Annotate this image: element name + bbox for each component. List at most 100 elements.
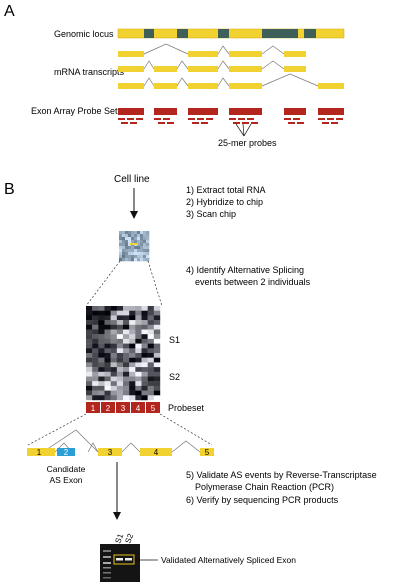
probe-block <box>284 108 306 124</box>
heatmap-cell <box>135 367 142 372</box>
heatmap-cell <box>86 371 93 377</box>
ladder-band <box>103 577 111 579</box>
heatmap-cell <box>110 348 118 354</box>
heatmap-cell <box>153 353 161 358</box>
heatmap-cell <box>147 376 155 382</box>
heatmap-cell <box>92 367 99 372</box>
probe-block <box>154 108 177 124</box>
heatmap-cell <box>98 334 105 340</box>
chip-cell <box>128 243 132 247</box>
heatmap-cell <box>129 315 136 321</box>
heatmap-cell <box>92 329 99 335</box>
heatmap-cell <box>98 353 105 358</box>
chip-cell <box>146 243 150 247</box>
heatmap-cell <box>116 348 124 354</box>
heatmap-cell <box>135 395 142 401</box>
chip-cell <box>134 255 138 259</box>
chip-cell <box>140 231 144 235</box>
chip-cell <box>128 240 132 244</box>
heatmap-cell <box>98 362 105 368</box>
heatmap-cell <box>123 362 130 368</box>
chip-cell <box>143 234 147 238</box>
heatmap-cell <box>141 310 148 316</box>
chip-cell <box>125 255 129 259</box>
probe-pointer-lines <box>235 123 252 137</box>
chip-cell <box>146 246 150 250</box>
chip-cell <box>140 240 144 244</box>
heatmap-cell <box>129 348 136 354</box>
heatmap-cell <box>116 362 124 368</box>
chip-cell <box>122 255 126 259</box>
heatmap-cell <box>98 395 105 401</box>
heatmap-cell <box>123 376 130 382</box>
ladder-band <box>103 572 111 574</box>
chip-cell <box>131 252 135 256</box>
chip-cell <box>134 246 138 250</box>
heatmap-cell <box>129 371 136 377</box>
heatmap-cell <box>116 338 124 344</box>
heatmap-cell <box>135 306 142 311</box>
transcript-3 <box>118 73 344 89</box>
chip-cell <box>131 234 135 238</box>
heatmap-cell <box>123 306 130 311</box>
heatmap-cell <box>123 334 130 340</box>
heatmap-cell <box>110 385 118 391</box>
exon-structure: 1 2 3 4 5 <box>27 429 214 457</box>
heatmap-cell <box>153 357 161 363</box>
step-4-line-1: 4) Identify Alternative Splicing <box>186 265 304 275</box>
heatmap-cell <box>116 324 124 330</box>
step-5-line-1: 5) Validate AS events by Reverse-Transcr… <box>186 470 377 480</box>
chip-cell <box>122 237 126 241</box>
heatmap-cell <box>129 395 136 401</box>
chip-cell <box>125 252 129 256</box>
chip-cell <box>131 240 135 244</box>
probes-label: 25-mer probes <box>218 138 277 148</box>
heatmap-cell <box>123 381 130 387</box>
heatmap-cell <box>86 329 93 335</box>
heatmap-cell <box>116 395 124 401</box>
probeset-label: Probeset <box>168 403 205 413</box>
chip-cell <box>137 231 141 235</box>
heatmap-cell <box>135 334 142 340</box>
heatmap-cell <box>147 362 155 368</box>
exon-box <box>27 448 55 456</box>
panel-b-letter: B <box>4 181 15 198</box>
heatmap-cell <box>104 381 111 387</box>
heatmap-cell <box>116 381 124 387</box>
heatmap-cell <box>110 320 118 325</box>
cell-line-label: Cell line <box>114 174 150 185</box>
heatmap-cell <box>86 343 93 349</box>
chip-cell <box>122 246 126 250</box>
heatmap-cell <box>129 306 136 311</box>
heatmap-cell <box>123 343 130 349</box>
heatmap-cell <box>104 338 111 344</box>
heatmap-cell <box>86 395 93 401</box>
heatmap-cell <box>147 310 155 316</box>
heatmap-cell <box>141 385 148 391</box>
chip-cell <box>140 258 144 262</box>
heatmap-cell <box>153 310 161 316</box>
heatmap-cell <box>129 390 136 396</box>
heatmap-cell <box>98 376 105 382</box>
gel-label: Validated Alternatively Spliced Exon <box>161 555 296 565</box>
heatmap-cell <box>135 362 142 368</box>
heatmap-cell <box>104 376 111 382</box>
heatmap-cell <box>135 381 142 387</box>
heatmap-cell <box>104 315 111 321</box>
chip-cell <box>119 246 123 250</box>
chip-cell <box>134 252 138 256</box>
heatmap-cell <box>92 357 99 363</box>
heatmap-cell <box>135 353 142 358</box>
heatmap-cell <box>98 315 105 321</box>
probe-block <box>229 108 262 124</box>
chip-cell <box>119 243 123 247</box>
zoom-lines-exons <box>27 413 213 446</box>
chip-cell <box>143 255 147 259</box>
chip-cell <box>137 240 141 244</box>
heatmap-cell <box>116 367 124 372</box>
mrna-transcripts-label: mRNA transcripts <box>54 67 125 77</box>
chip-cell <box>128 246 132 250</box>
heatmap-cell <box>153 362 161 368</box>
heatmap-cell <box>129 362 136 368</box>
heatmap-cell <box>135 385 142 391</box>
